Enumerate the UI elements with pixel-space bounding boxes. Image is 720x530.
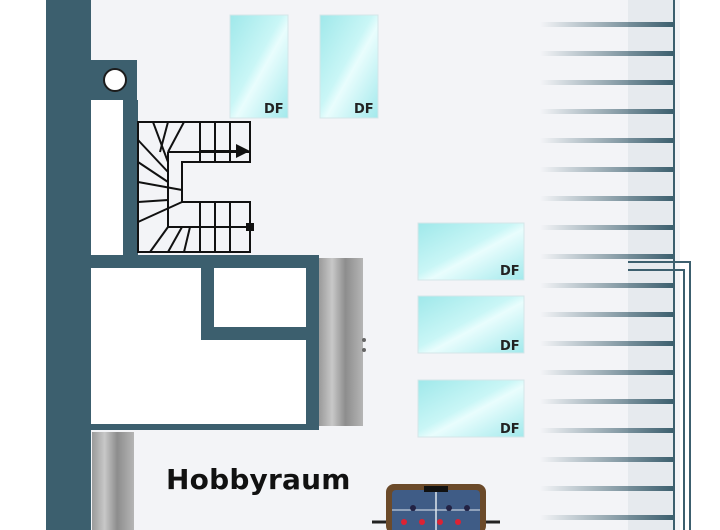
roof-slat <box>540 341 674 346</box>
stair-wall <box>123 100 138 255</box>
skylight-3: DF <box>417 222 525 281</box>
roof-slat <box>540 254 674 259</box>
stair-end-marker <box>246 223 254 231</box>
door-panel-left <box>92 432 134 530</box>
roof-slat <box>540 167 674 172</box>
roof-slat <box>540 138 674 143</box>
skylight-1-label: DF <box>264 102 284 117</box>
exterior-line-inner <box>628 269 685 530</box>
stair-arrow-icon <box>236 144 250 158</box>
room-block-cupboard <box>214 268 306 327</box>
stair-shaft <box>91 100 123 255</box>
light-fixture-icon <box>103 68 127 92</box>
skylight-2: DF <box>319 14 379 119</box>
skylight-5-label: DF <box>500 422 520 437</box>
foosball-table-icon <box>372 484 500 530</box>
roof-slat <box>540 109 674 114</box>
roof-slat <box>540 486 674 491</box>
roof-slat <box>540 51 674 56</box>
roof-slat <box>540 428 674 433</box>
skylight-2-label: DF <box>354 102 374 117</box>
skylight-1: DF <box>229 14 289 119</box>
roof-slat <box>540 457 674 462</box>
room-label: Hobbyraum <box>166 463 351 496</box>
roof-slat <box>540 22 674 27</box>
left-wall <box>46 0 91 530</box>
roof-slat <box>540 399 674 404</box>
door-panel-right <box>319 258 363 426</box>
room-block-left <box>91 268 201 424</box>
roof-slat <box>540 312 674 317</box>
roof-slope-band <box>628 0 674 530</box>
skylight-4: DF <box>417 295 525 354</box>
roof-slats <box>540 22 674 520</box>
exterior-line-outer <box>628 261 691 530</box>
skylight-5: DF <box>417 379 525 438</box>
room-block-bottom <box>201 340 306 424</box>
roof-slat <box>540 515 674 520</box>
roof-slat <box>540 283 674 288</box>
skylight-3-label: DF <box>500 264 520 279</box>
roof-slat <box>540 370 674 375</box>
roof-slat <box>540 80 674 85</box>
roof-slat <box>540 196 674 201</box>
roof-slat <box>540 225 674 230</box>
skylight-4-label: DF <box>500 339 520 354</box>
